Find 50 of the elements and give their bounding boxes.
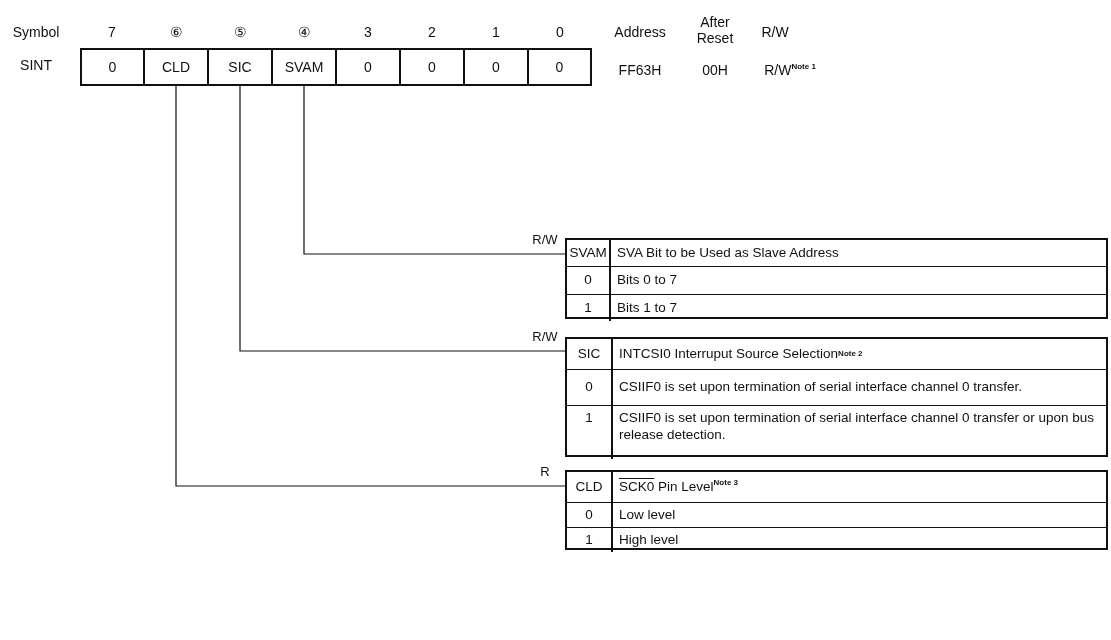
bit-number: 3 (364, 24, 372, 40)
table-heading: SCK0 Pin Level$^{Note 3}$ (618, 477, 740, 496)
column-heading: Address (614, 24, 666, 40)
bit-number: 1 (492, 24, 500, 40)
bit-number: 0 (556, 24, 564, 40)
bit-number: 7 (108, 24, 116, 40)
register-bit: 0 (336, 48, 400, 86)
column-heading: Symbol (12, 24, 60, 40)
reset-value: 00H (702, 62, 728, 78)
bit-value: 0 (567, 369, 613, 405)
register-name: SINT (20, 57, 52, 73)
leader-line (175, 85, 566, 487)
access-label: R/W (532, 329, 558, 344)
column-heading: R/W (761, 24, 789, 40)
address-value: FF63H (618, 62, 662, 78)
description-text: High level (613, 527, 1106, 552)
bit-value: 1 (567, 294, 611, 321)
register-bit: 0 (80, 48, 144, 86)
bit-number: ④ (297, 24, 311, 40)
access-label: R/W (532, 232, 558, 247)
leader-line (303, 85, 566, 255)
column-heading: After Reset (695, 14, 735, 46)
description-text: CSIIF0 is set upon termination of serial interface channel 0 transfer or upon bus release detection. (613, 405, 1106, 459)
register-bit-table (565, 337, 1108, 457)
bit-number: 2 (428, 24, 436, 40)
register-bit: 0 (464, 48, 528, 86)
description-text: Bits 0 to 7 (611, 266, 1106, 294)
access-label: R (540, 464, 550, 479)
bit-number: ⑥ (169, 24, 183, 40)
register-bit: SVAM (272, 48, 336, 86)
bit-value: SVAM (567, 240, 611, 266)
bit-value: CLD (567, 472, 613, 502)
description-text: Bits 1 to 7 (611, 294, 1106, 321)
bit-value: 1 (567, 527, 613, 552)
register-bit: 0 (400, 48, 464, 86)
bit-value: SIC (567, 339, 613, 369)
bit-value: 0 (567, 502, 613, 527)
register-bit-table (565, 470, 1108, 550)
register-bit-table (565, 238, 1108, 319)
access-value: R/W$^{Note 1}$ (764, 62, 816, 78)
description-text: CSIIF0 is set upon termination of serial interface channel 0 transfer. (613, 369, 1106, 405)
table-heading: SVA Bit to be Used as Slave Address (616, 243, 840, 262)
bit-value: 0 (567, 266, 611, 294)
bit-value: 1 (567, 405, 613, 459)
register-bit: 0 (528, 48, 592, 86)
register-bit: CLD (144, 48, 208, 86)
description-text: Low level (613, 502, 1106, 527)
register-bit: SIC (208, 48, 272, 86)
bit-number: ⑤ (233, 24, 247, 40)
leader-line (239, 85, 566, 352)
